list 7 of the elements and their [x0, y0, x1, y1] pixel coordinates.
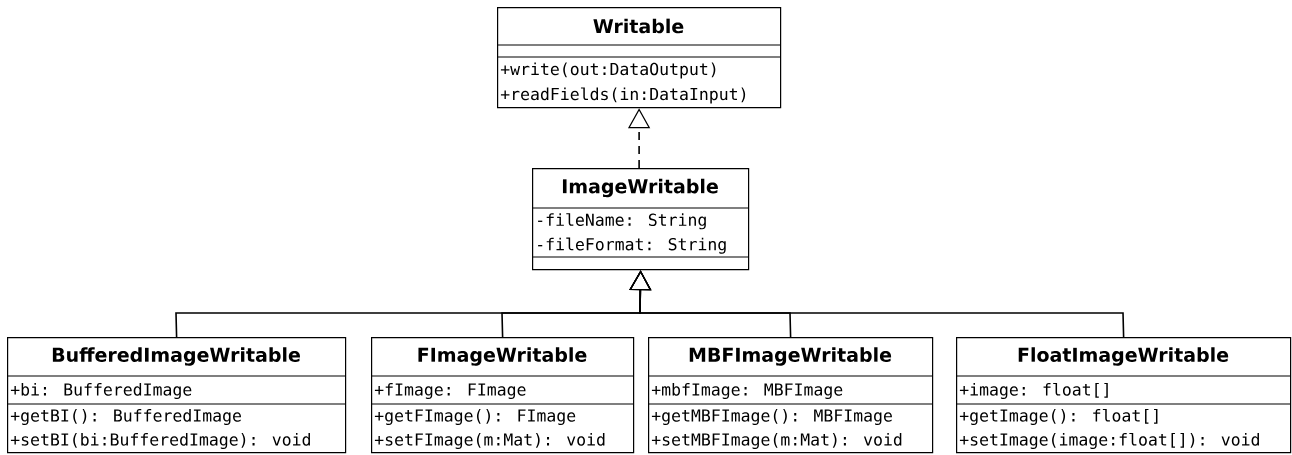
- class-box: MBFImageWritable +mbfImage: MBFImage +getMBFImage(): MBFImage +setMBFImage(m:Mat): void: [647, 337, 934, 454]
- class-box: FloatImageWritable +image: float[] +getImage(): float[] +setImage(image:float[]): void: [955, 337, 1292, 454]
- class-box: FImageWritable +fImage: FImage +getFImage(): FImage +setFImage(m:Mat): void: [370, 337, 635, 454]
- class-box: BufferedImageWritable +bi: BufferedImage +getBI(): BufferedImage +setBI(bi:BufferedImage): void: [6, 337, 347, 454]
- class-box: ImageWritable -fileName: String -fileFormat: String: [531, 168, 750, 271]
- class-box: Writable +write(out:DataOutput) +readFields(in:DataInput): [496, 7, 782, 109]
- generalization-arrow: [629, 270, 1125, 338]
